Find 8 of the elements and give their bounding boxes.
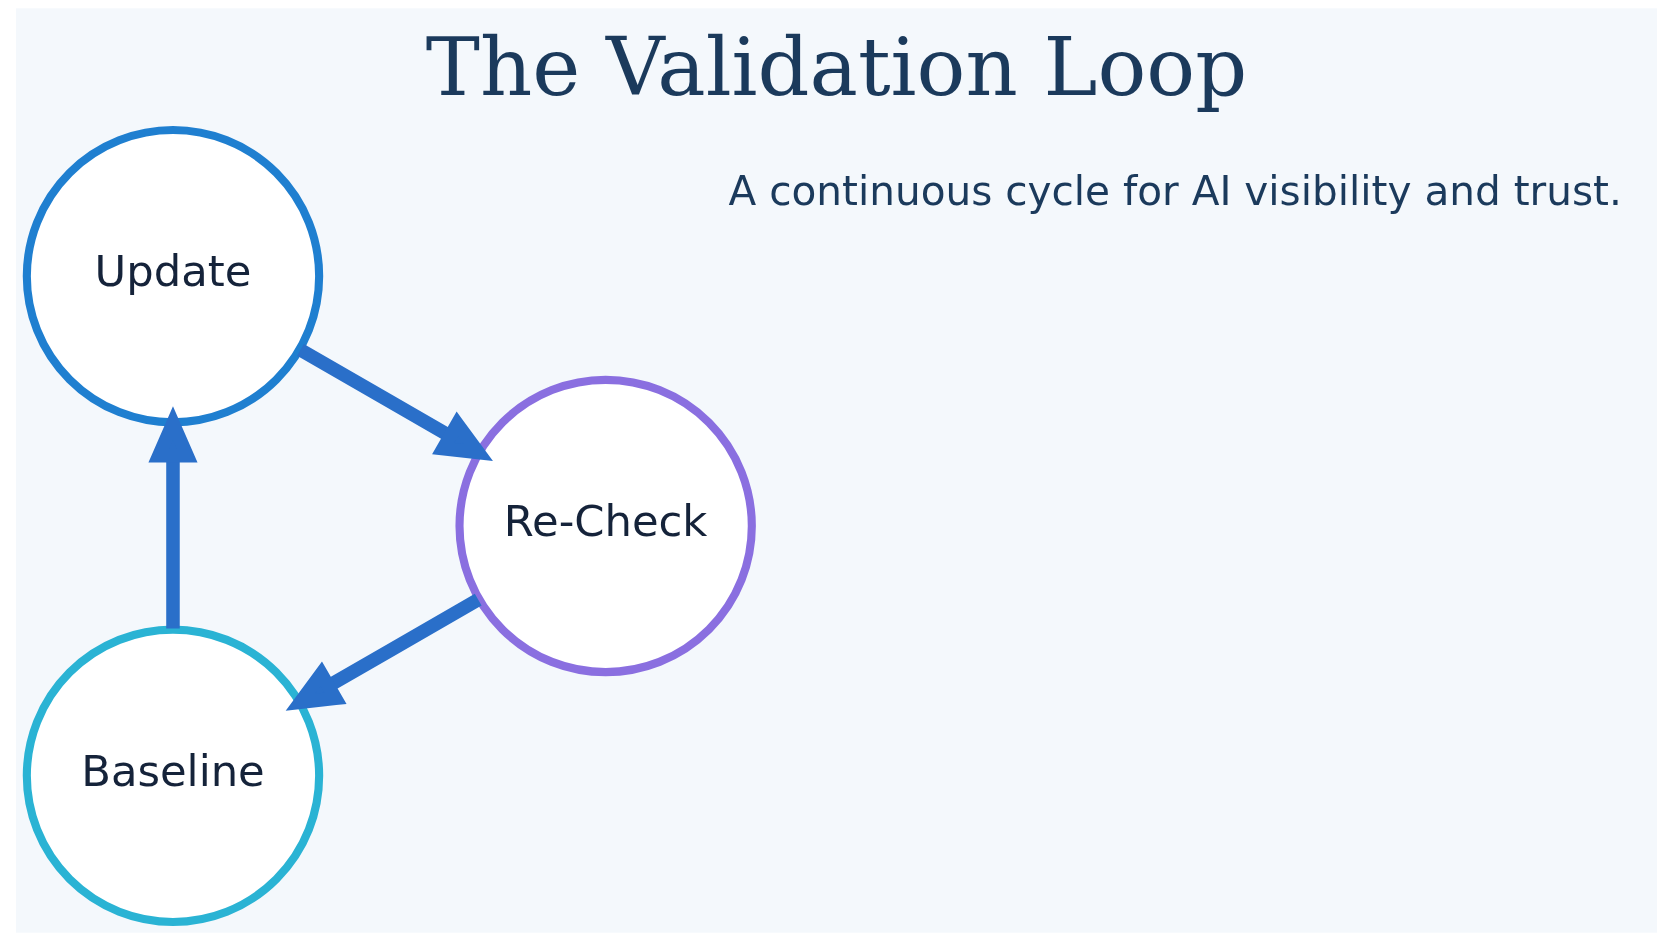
label: A continuous cycle for AI visibility and trust. <box>728 167 1622 216</box>
node-circle: Baseline <box>22 625 323 926</box>
arrow <box>296 343 493 461</box>
node-circle: Re-Check <box>454 375 756 677</box>
node-circle: Update <box>22 125 323 427</box>
diagram-title: The Validation Loop <box>425 19 1247 114</box>
arrow <box>147 406 198 629</box>
arrow <box>285 593 482 711</box>
